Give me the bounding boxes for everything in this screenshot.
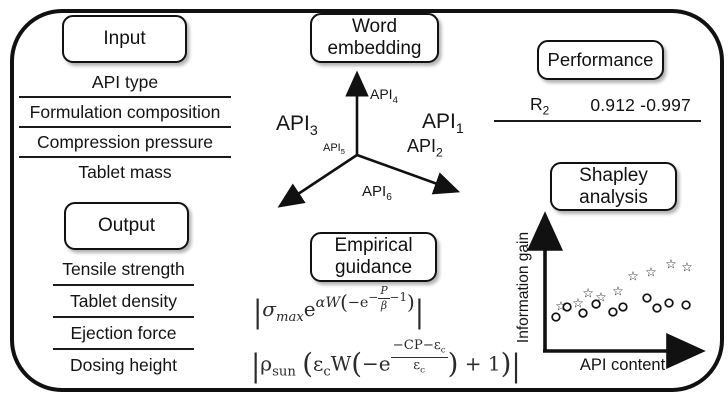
empirical-guidance-title: Empirical guidance [334,235,413,278]
output-title-box: Output [64,202,189,250]
circle-marker [642,293,652,303]
output-item-ejection-force: Ejection force [53,318,194,350]
output-list: Tensile strength Tablet density Ejection… [53,254,194,380]
star-marker: ☆ [681,260,693,275]
circle-marker [652,303,662,313]
star-marker: ☆ [665,257,677,272]
empirical-guidance-title-box: Empirical guidance [310,232,437,282]
embedding-label-api6: API6 [362,183,392,203]
circle-marker [551,312,561,322]
embedding-axis-down-left [277,153,358,208]
output-item-dosing-height: Dosing height [69,354,178,375]
y-axis-label: Information gain [515,231,532,344]
embedding-axes-diagram [277,70,461,208]
input-item-formulation-composition: Formulation composition [19,98,231,128]
shapley-analysis-title: Shapley analysis [579,164,648,208]
scatter-points: ☆☆☆☆☆☆☆☆☆ [551,257,693,322]
input-title-box: Input [62,15,187,63]
circle-marker [578,308,588,318]
outer-rounded-frame [10,9,724,392]
performance-metric-row: R2 0.912 -0.997 [494,92,701,119]
output-item-tensile-strength: Tensile strength [53,254,194,286]
star-marker: ☆ [595,290,607,305]
output-title: Output [97,215,156,237]
shapley-analysis-title-box: Shapley analysis [550,162,677,211]
input-item-api-type: API type [19,68,231,98]
star-marker: ☆ [572,297,584,312]
star-marker: ☆ [555,300,567,315]
word-embedding-title-box: Word embedding [310,13,439,63]
embedding-label-api5: API5 [323,142,345,157]
embedding-label-api1: API1 [422,110,464,138]
shapley-scatter-plot: ☆☆☆☆☆☆☆☆☆ [527,211,706,369]
circle-marker [618,302,628,312]
circle-marker [664,298,674,308]
performance-underline [494,120,701,123]
word-embedding-title: Word embedding [327,16,422,59]
r2-value-range: 0.912 -0.997 [590,95,691,115]
embedding-label-api4: API4 [370,86,398,106]
star-marker: ☆ [627,269,639,284]
input-item-compression-pressure: Compression pressure [19,128,231,158]
embedding-label-api3: API3 [276,112,318,140]
circle-marker [591,299,601,309]
circle-marker [608,307,618,317]
star-marker: ☆ [582,286,594,301]
input-item-tablet-mass: Tablet mass [78,161,172,182]
embedding-axis-down-right [356,153,461,195]
x-axis-label: API content [579,356,666,374]
circle-marker [681,300,691,310]
output-item-tablet-density: Tablet density [53,286,194,318]
star-marker: ☆ [645,265,657,280]
r2-metric-label: R2 [530,93,550,118]
circle-marker [562,302,572,312]
performance-title: Performance [547,49,654,71]
embedding-label-api2: API2 [407,136,443,160]
star-marker: ☆ [612,284,624,299]
input-list: API type Formulation composition Compres… [19,68,231,186]
performance-title-box: Performance [537,40,664,80]
input-title: Input [103,28,146,50]
